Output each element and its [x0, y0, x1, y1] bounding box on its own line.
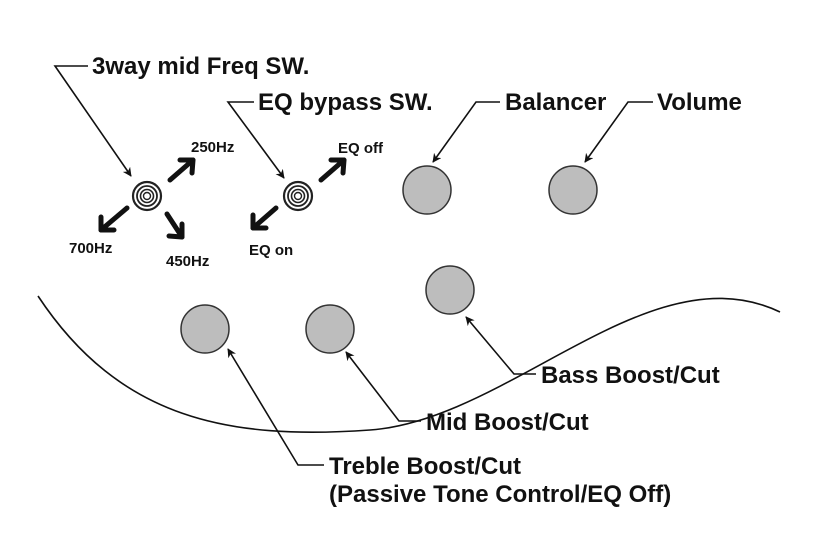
mid-knob[interactable]: [305, 304, 355, 354]
eq-on-arrow: [250, 205, 279, 231]
volume-leader: [584, 101, 653, 163]
bass-knob[interactable]: [425, 265, 475, 315]
mid-label: Mid Boost/Cut: [426, 409, 589, 436]
eq-on-label: EQ on: [249, 242, 293, 259]
treble-label: Treble Boost/Cut: [329, 453, 521, 480]
eq-bypass-switch[interactable]: [282, 180, 314, 212]
volume-knob[interactable]: [548, 165, 598, 215]
eq-off-label: EQ off: [338, 140, 384, 157]
mid-freq-700hz-label: 700Hz: [69, 240, 112, 257]
eq-off-arrow: [318, 157, 347, 183]
volume-label: Volume: [657, 89, 742, 116]
bass-label: Bass Boost/Cut: [541, 362, 720, 389]
mid-freq-down-arrow: [164, 211, 185, 240]
mid-freq-left-arrow: [98, 205, 130, 233]
balancer-label: Balancer: [505, 89, 606, 116]
mid-freq-switch[interactable]: [131, 180, 163, 212]
mid-freq-switch-label: 3way mid Freq SW.: [92, 53, 309, 80]
treble-leader: [227, 348, 324, 466]
treble-knob[interactable]: [180, 304, 230, 354]
mid-leader: [345, 351, 421, 422]
eq-bypass-switch-label: EQ bypass SW.: [258, 89, 433, 116]
mid-freq-450hz-label: 450Hz: [166, 253, 209, 270]
mid-freq-up-arrow: [167, 157, 196, 183]
mid-freq-switch-leader: [53, 65, 132, 177]
balancer-knob[interactable]: [402, 165, 452, 215]
treble-note: (Passive Tone Control/EQ Off): [329, 481, 671, 508]
body-edge-curve: [37, 295, 781, 434]
balancer-leader: [432, 101, 500, 163]
eq-bypass-switch-leader: [226, 101, 285, 179]
bass-leader: [465, 316, 536, 375]
mid-freq-250hz-label: 250Hz: [191, 139, 234, 156]
